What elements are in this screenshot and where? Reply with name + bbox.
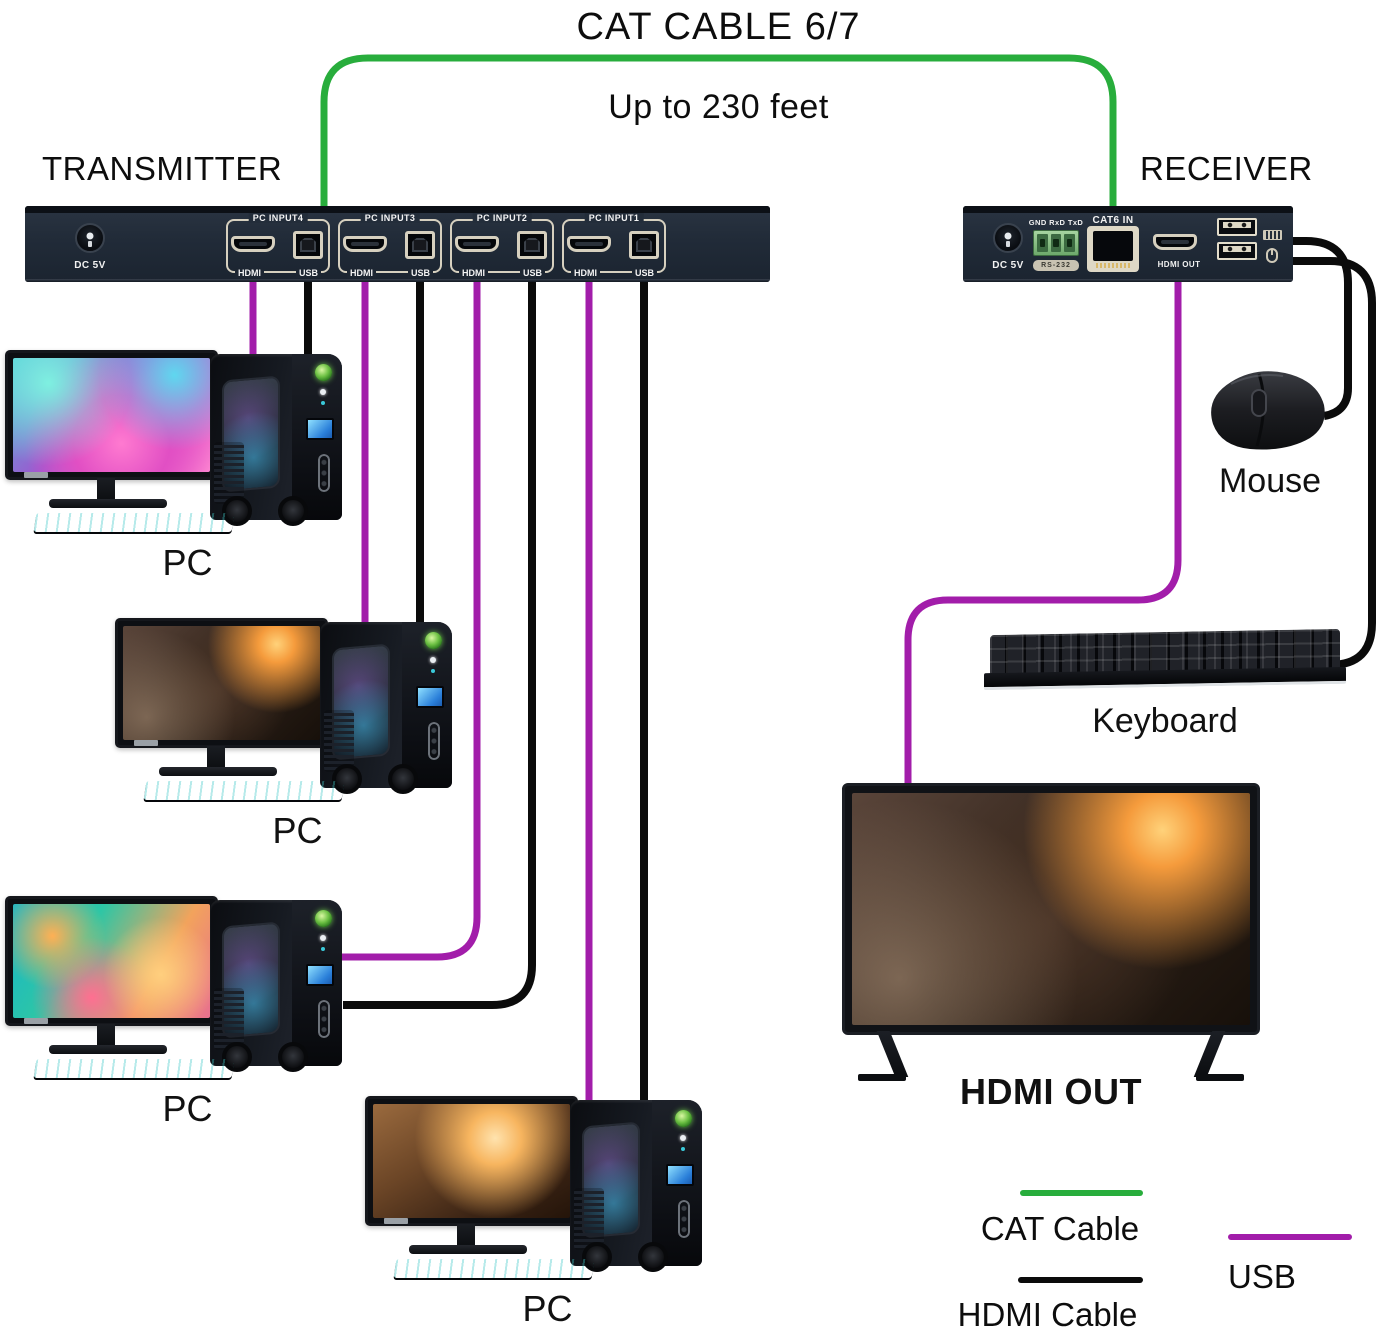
tv-frame [842, 783, 1260, 1035]
usb-label: USB [632, 268, 658, 278]
power-button [315, 910, 332, 927]
pc3-screen [13, 904, 210, 1018]
rs232-label: RS-232 [1033, 260, 1079, 271]
pc-input4-label: PC INPUT4 [248, 213, 308, 223]
hdmi-out-display: HDMI OUT [842, 783, 1260, 1118]
hdmi-out-label: HDMI OUT [1157, 260, 1201, 269]
diagram-title: CAT CABLE 6/7 [576, 6, 861, 48]
keyboard: Keyboard [980, 628, 1350, 747]
black-cable-keyboard [1288, 257, 1376, 669]
usb-b-port [517, 231, 547, 259]
mouse: Mouse [1195, 352, 1345, 500]
hdmi-label: HDMI [347, 268, 376, 278]
green-cat-cable [320, 54, 1117, 214]
legend-usb-line [1228, 1234, 1352, 1240]
serial-pins-label: GND RxD TxD [1028, 218, 1084, 227]
rs232-terminal-block [1033, 230, 1079, 256]
pc3-monitor [5, 896, 218, 1026]
pc2-keyboard [143, 781, 345, 800]
pc1: PC [5, 350, 350, 585]
hdmi-port [455, 236, 499, 252]
cat6-rj45-port [1087, 226, 1139, 272]
pc4: PC [365, 1096, 710, 1331]
pc-input4-group: PC INPUT4 HDMI USB [226, 213, 330, 278]
pc4-monitor [365, 1096, 578, 1226]
power-button [675, 1110, 692, 1127]
hdmi-label: HDMI [459, 268, 488, 278]
hdmi-port [343, 236, 387, 252]
pc4-tower [570, 1100, 702, 1272]
pc-input2-label: PC INPUT2 [472, 213, 532, 223]
pc-input1-group: PC INPUT1 HDMI USB [562, 213, 666, 278]
pc1-tower [210, 354, 342, 526]
pc2-tower [320, 622, 452, 794]
pc2-screen [123, 626, 320, 740]
pc4-label: PC [522, 1288, 573, 1329]
tv-screen [852, 793, 1250, 1025]
hdmi-label: HDMI [235, 268, 264, 278]
pc1-label: PC [162, 542, 213, 583]
power-jack [993, 223, 1023, 253]
diagram-subtitle: Up to 230 feet [608, 88, 829, 126]
power-label: DC 5V [992, 260, 1024, 271]
usb-label: USB [296, 268, 322, 278]
mouse-image [1211, 371, 1325, 450]
purple-cable-pc3 [339, 278, 481, 961]
transmitter-label: TRANSMITTER [42, 150, 283, 187]
pc-input3-group: PC INPUT3 HDMI USB [338, 213, 442, 278]
pc2-label: PC [272, 810, 323, 851]
terminal-pin [1064, 234, 1076, 252]
pc4-keyboard [393, 1259, 595, 1278]
pc-input1-label: PC INPUT1 [584, 213, 644, 223]
terminal-pin [1037, 234, 1048, 252]
legend-cat-label: CAT Cable [980, 1210, 1140, 1247]
usb-b-port [293, 231, 323, 259]
cat6-in-label: CAT6 IN [1092, 215, 1134, 226]
pc2-monitor [115, 618, 328, 748]
pc2: PC [115, 618, 460, 853]
hdmi-out-port [1153, 234, 1197, 250]
mouse-label: Mouse [1218, 462, 1322, 500]
pc-input3-label: PC INPUT3 [360, 213, 420, 223]
pc1-monitor [5, 350, 218, 480]
legend-hdmi-label: HDMI Cable [957, 1296, 1138, 1333]
pc3-tower [210, 900, 342, 1072]
terminal-pin [1050, 234, 1062, 252]
hdmi-label: HDMI [571, 268, 600, 278]
power-label: DC 5V [74, 260, 106, 271]
pc1-keyboard [33, 513, 235, 532]
pc3-label: PC [162, 1088, 213, 1129]
usb-label: USB [408, 268, 434, 278]
transmitter-device: DC 5V PC INPUT4 HDMI USB PC INPUT3 HDMI … [25, 206, 770, 282]
usb-a-port-bottom [1217, 242, 1257, 260]
black-cable-mouse [1288, 237, 1352, 420]
usb-a-port-top [1217, 218, 1257, 236]
receiver-device: DC 5V GND RxD TxD RS-232 CAT6 IN HDMI OU… [963, 206, 1293, 282]
legend-usb-label: USB [1228, 1258, 1296, 1295]
pc3: PC [5, 896, 350, 1131]
usb-b-port [405, 231, 435, 259]
legend-hdmi-line [1018, 1277, 1143, 1283]
hdmi-out-display-label: HDMI OUT [960, 1071, 1142, 1112]
hdmi-port [231, 236, 275, 252]
keyboard-image [984, 628, 1346, 693]
usb-b-port [629, 231, 659, 259]
keyboard-icon [1263, 230, 1282, 240]
pc4-screen [373, 1104, 570, 1218]
hdmi-port [567, 236, 611, 252]
mouse-icon [1266, 248, 1278, 263]
usb-label: USB [520, 268, 546, 278]
pc3-keyboard [33, 1059, 235, 1078]
purple-cable-hdmi-out [904, 276, 1182, 798]
power-jack [75, 223, 105, 253]
power-button [425, 632, 442, 649]
pc-input2-group: PC INPUT2 HDMI USB [450, 213, 554, 278]
black-cable-pc3 [343, 278, 536, 1009]
keyboard-label: Keyboard [1092, 702, 1238, 740]
pc1-screen [13, 358, 210, 472]
receiver-label: RECEIVER [1140, 150, 1313, 187]
power-button [315, 364, 332, 381]
legend-cat-line [1020, 1190, 1143, 1196]
